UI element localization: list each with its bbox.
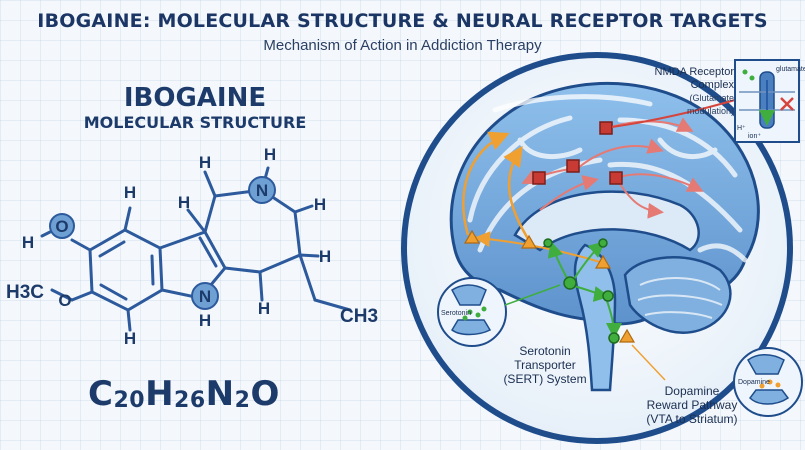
atom-h-f: H xyxy=(314,195,326,214)
dopamine-markers xyxy=(463,229,636,343)
dopamine-arrow-1 xyxy=(462,131,510,236)
nmda-label: NMDA Receptor Complex (Glutamate modulat… xyxy=(654,66,734,116)
nitrogen-atom-indole xyxy=(191,282,219,310)
nmda-inset-glutamate: glutamate xyxy=(776,66,805,73)
sert-label: Serotonin Transporter (SERT) System xyxy=(503,344,587,386)
atom-h-h: H xyxy=(258,299,270,318)
atom-n1: N xyxy=(256,181,268,200)
nmda-inset xyxy=(734,59,800,143)
atom-h-nh: H xyxy=(199,311,211,330)
sert-inset xyxy=(437,277,561,347)
atom-h-b: H xyxy=(124,329,136,348)
nmda-inset-h: H⁺ xyxy=(737,125,746,132)
dopamine-label: Dopamine Reward Pathway (VTA to Striatum… xyxy=(646,384,738,426)
dopamine-inset-label: Dopamine xyxy=(738,379,770,386)
atom-o1: O xyxy=(55,217,68,236)
page-subtitle: Mechanism of Action in Addiction Therapy xyxy=(263,37,542,54)
molecule-title: IBOGAINE xyxy=(123,83,267,113)
nmda-receptor-markers xyxy=(532,121,623,185)
dopamine-inset xyxy=(631,344,803,417)
atom-n2: N xyxy=(199,287,211,306)
sert-inset-label: Serotonin xyxy=(441,310,471,317)
dopamine-arrow-3 xyxy=(474,231,601,263)
atom-h-d: H xyxy=(178,193,190,212)
nmda-inset-ion: ion⁺ xyxy=(748,133,761,140)
molecule-subtitle: MOLECULAR STRUCTURE xyxy=(83,113,307,132)
serotonin-markers xyxy=(543,238,620,344)
atom-h-oh: H xyxy=(22,233,34,252)
nmda-leader-line xyxy=(611,99,736,128)
page-title: IBOGAINE: MOLECULAR STRUCTURE & NEURAL R… xyxy=(37,10,768,32)
atom-h-a: H xyxy=(124,183,136,202)
atom-o2: O xyxy=(58,291,71,310)
oxygen-atom-hydroxyl xyxy=(49,213,75,239)
atom-h-c: H xyxy=(199,153,211,172)
brainstem xyxy=(573,243,617,392)
atom-h-g: H xyxy=(319,247,331,266)
atom-h-e: H xyxy=(264,145,276,164)
molecular-formula: C20H26N2O xyxy=(88,374,280,414)
nitrogen-atom-upper xyxy=(248,176,276,204)
dopamine-arrow-2 xyxy=(503,145,532,243)
methoxy-group: H3C xyxy=(6,282,44,303)
methyl-group: CH3 xyxy=(340,306,378,327)
